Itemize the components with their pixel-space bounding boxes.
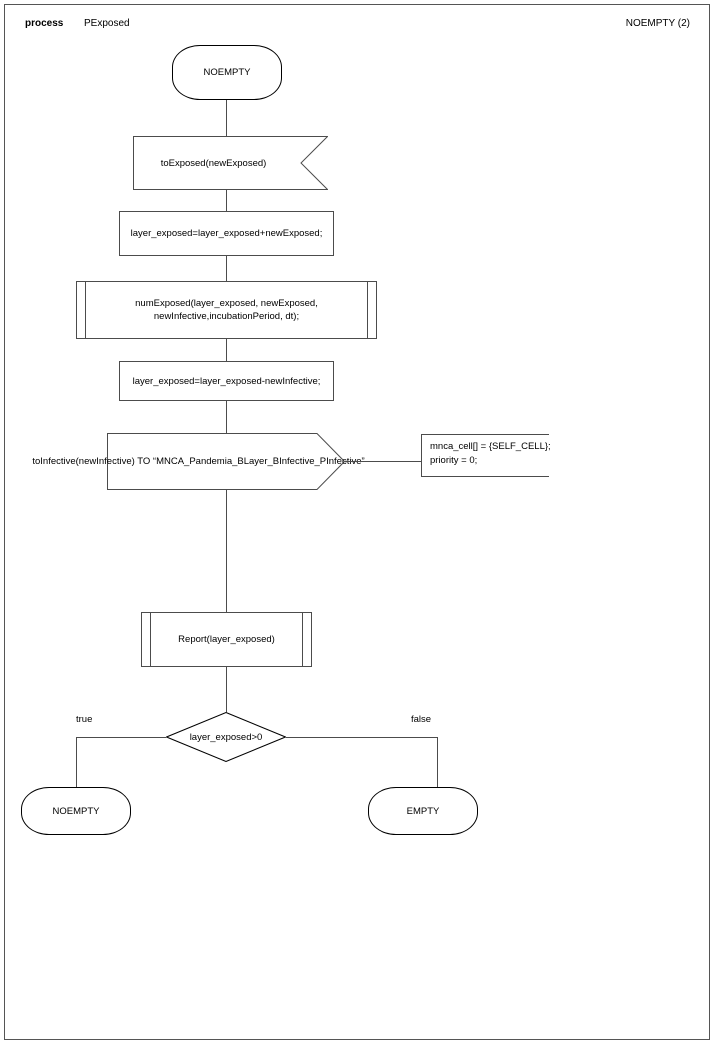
node-task-sub[interactable]: layer_exposed=layer_exposed-newInfective… <box>119 361 334 401</box>
connector-decision-true-horizontal <box>76 737 166 738</box>
header-state-reference: NOEMPTY (2) <box>625 18 690 29</box>
output-toinfective-label: toInfective(newInfective) TO “MNCA_Pande… <box>32 456 365 467</box>
connector-output-to-comment <box>345 461 421 462</box>
connector-input-to-task-add <box>226 190 227 211</box>
connector-proc-to-task-sub <box>226 339 227 361</box>
proc-report-left-bar <box>142 613 151 666</box>
proc-numexposed-line1: numExposed(layer_exposed, newExposed, <box>135 298 318 309</box>
task-add-label: layer_exposed=layer_exposed+newExposed; <box>130 228 323 239</box>
comment-line-2: priority = 0; <box>430 455 478 466</box>
proc-report-body: Report(layer_exposed) <box>151 613 302 666</box>
node-end-state-empty[interactable]: EMPTY <box>368 787 478 835</box>
connector-report-to-decision <box>226 667 227 712</box>
input-symbol-shape <box>133 136 328 190</box>
decision-label-wrap: layer_exposed>0 <box>166 712 286 762</box>
connector-decision-true-vertical <box>76 737 77 787</box>
connector-decision-false-vertical <box>437 737 438 787</box>
input-symbol-label-wrap: toExposed(newExposed) <box>133 136 328 190</box>
output-symbol-label-wrap: toInfective(newInfective) TO “MNCA_Pande… <box>32 433 364 490</box>
start-state-label: NOEMPTY <box>203 67 251 78</box>
branch-label-false: false <box>411 714 432 725</box>
connector-task-sub-to-output <box>226 401 227 433</box>
header-process-name: PExposed <box>84 18 130 29</box>
node-output-toinfective[interactable]: toInfective(newInfective) TO “MNCA_Pande… <box>32 433 365 490</box>
connector-output-to-report <box>226 490 227 612</box>
page-border <box>4 4 710 1040</box>
header-keyword: process <box>25 18 64 29</box>
task-sub-label: layer_exposed=layer_exposed-newInfective… <box>132 375 321 387</box>
connector-task-add-to-proc <box>226 256 227 281</box>
proc-numexposed-line2: newInfective,incubationPeriod, dt); <box>153 311 300 322</box>
node-input-toexposed[interactable]: toExposed(newExposed) <box>133 136 328 190</box>
node-task-add[interactable]: layer_exposed=layer_exposed+newExposed; <box>119 211 334 256</box>
node-comment-output: mnca_cell[] = {SELF_CELL}; priority = 0; <box>421 434 551 477</box>
node-end-state-noempty[interactable]: NOEMPTY <box>21 787 131 835</box>
proc-report-label: Report(layer_exposed) <box>178 634 275 645</box>
connector-decision-false-horizontal <box>286 737 437 738</box>
end-state-noempty-label: NOEMPTY <box>52 805 100 817</box>
output-symbol-shape <box>107 433 345 490</box>
node-decision[interactable]: layer_exposed>0 <box>166 712 286 762</box>
proc-right-bar <box>367 282 376 338</box>
proc-numexposed-label: numExposed(layer_exposed, newExposed, new… <box>135 297 318 323</box>
branch-label-true: true <box>76 714 93 725</box>
node-start-state[interactable]: NOEMPTY <box>172 45 282 100</box>
proc-numexposed-body: numExposed(layer_exposed, newExposed, new… <box>86 282 367 338</box>
end-state-empty-label: EMPTY <box>406 805 440 817</box>
node-proc-report[interactable]: Report(layer_exposed) <box>141 612 312 667</box>
node-proc-numexposed[interactable]: numExposed(layer_exposed, newExposed, new… <box>76 281 377 339</box>
connector-start-to-input <box>226 100 227 136</box>
proc-report-right-bar <box>302 613 311 666</box>
decision-label: layer_exposed>0 <box>189 731 263 743</box>
input-toexposed-label: toExposed(newExposed) <box>160 157 267 169</box>
decision-diamond-shape <box>166 712 286 762</box>
comment-line-1: mnca_cell[] = {SELF_CELL}; <box>430 441 551 452</box>
proc-left-bar <box>77 282 86 338</box>
